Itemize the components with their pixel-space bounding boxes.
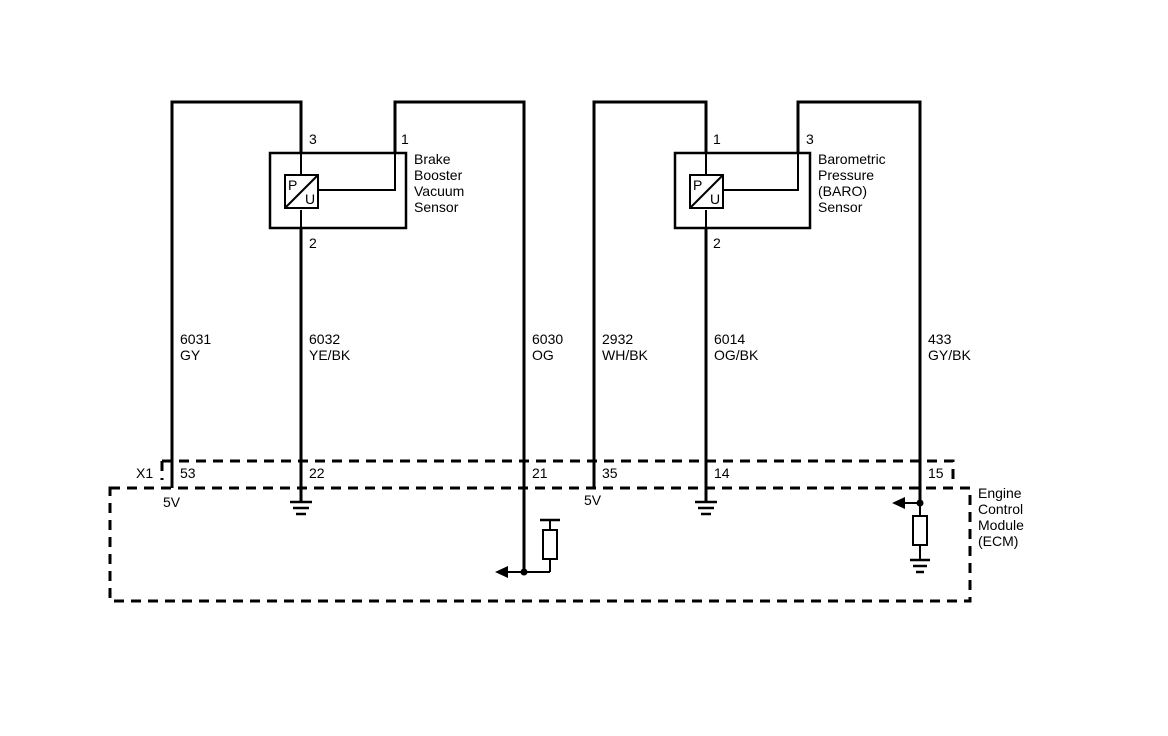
pin-label: 2 bbox=[713, 235, 721, 251]
connector-name: X1 bbox=[136, 465, 153, 481]
wire-color-label: OG bbox=[532, 347, 554, 363]
wire-circuit-label: 6032 bbox=[309, 331, 340, 347]
symbol-p: P bbox=[288, 177, 297, 193]
connector-pin: 21 bbox=[532, 465, 548, 481]
ecm-label: Engine bbox=[978, 485, 1022, 501]
baro-sensor: P U 1 3 2 Barometric Pressure (BARO) Sen… bbox=[673, 131, 886, 251]
wire-circuit-label: 6031 bbox=[180, 331, 211, 347]
ground-icon bbox=[290, 490, 312, 516]
wire-circuit-label: 2932 bbox=[602, 331, 633, 347]
wire-circuit-label: 6030 bbox=[532, 331, 563, 347]
wire-433 bbox=[796, 100, 922, 503]
sensor-label: Booster bbox=[414, 167, 463, 183]
sensor-label: Sensor bbox=[818, 199, 863, 215]
brake-booster-vacuum-sensor: P U 3 1 2 Brake Booster Vacuum Sensor bbox=[268, 131, 464, 251]
pressure-transducer-icon: P U bbox=[284, 174, 319, 209]
ecm-label: Control bbox=[978, 501, 1023, 517]
wire-color-label: OG/BK bbox=[714, 347, 759, 363]
wire-color-label: GY bbox=[180, 347, 201, 363]
sensor-label: Brake bbox=[414, 151, 451, 167]
pressure-transducer-icon: P U bbox=[689, 174, 724, 209]
connector-pin: 14 bbox=[714, 465, 730, 481]
ecm-label: (ECM) bbox=[978, 533, 1018, 549]
wire-color-label: GY/BK bbox=[928, 347, 971, 363]
wire-circuit-label: 433 bbox=[928, 331, 952, 347]
connector-x1: X1 53 22 21 35 14 15 bbox=[136, 459, 955, 481]
ecm-label: Module bbox=[978, 517, 1024, 533]
wire-2932 bbox=[592, 100, 708, 488]
symbol-u: U bbox=[710, 191, 720, 207]
symbol-p: P bbox=[693, 177, 702, 193]
pin-label: 1 bbox=[401, 131, 409, 147]
pin-label: 1 bbox=[713, 131, 721, 147]
symbol-u: U bbox=[305, 191, 315, 207]
pin-label: 3 bbox=[806, 131, 814, 147]
pull-up-resistor-icon bbox=[542, 529, 558, 560]
wire-color-label: WH/BK bbox=[602, 347, 649, 363]
connector-pin: 35 bbox=[602, 465, 618, 481]
wire-color-label: YE/BK bbox=[309, 347, 351, 363]
ref-voltage-label: 5V bbox=[584, 492, 602, 508]
signal-input-circuit bbox=[495, 518, 560, 578]
sensor-label: Pressure bbox=[818, 167, 874, 183]
pull-down-resistor-icon bbox=[912, 515, 928, 546]
wire-circuit-label: 6014 bbox=[714, 331, 745, 347]
sensor-label: Barometric bbox=[818, 151, 886, 167]
connector-pin: 53 bbox=[180, 465, 196, 481]
connector-pin: 22 bbox=[309, 465, 325, 481]
wire-6031 bbox=[170, 100, 303, 488]
engine-control-module: Engine Control Module (ECM) 5V 5V bbox=[108, 485, 1024, 603]
ground-icon bbox=[695, 490, 717, 516]
ref-voltage-label: 5V bbox=[163, 494, 181, 510]
connector-pin: 15 bbox=[928, 465, 944, 481]
sensor-label: Sensor bbox=[414, 199, 459, 215]
sensor-label: (BARO) bbox=[818, 183, 867, 199]
pin-label: 3 bbox=[309, 131, 317, 147]
pin-label: 2 bbox=[309, 235, 317, 251]
sensor-label: Vacuum bbox=[414, 183, 464, 199]
wire-labels: 6031 GY 6032 YE/BK 6030 OG 2932 WH/BK 60… bbox=[180, 331, 971, 363]
wire-6030 bbox=[393, 100, 526, 572]
baro-signal-circuit bbox=[892, 497, 930, 574]
